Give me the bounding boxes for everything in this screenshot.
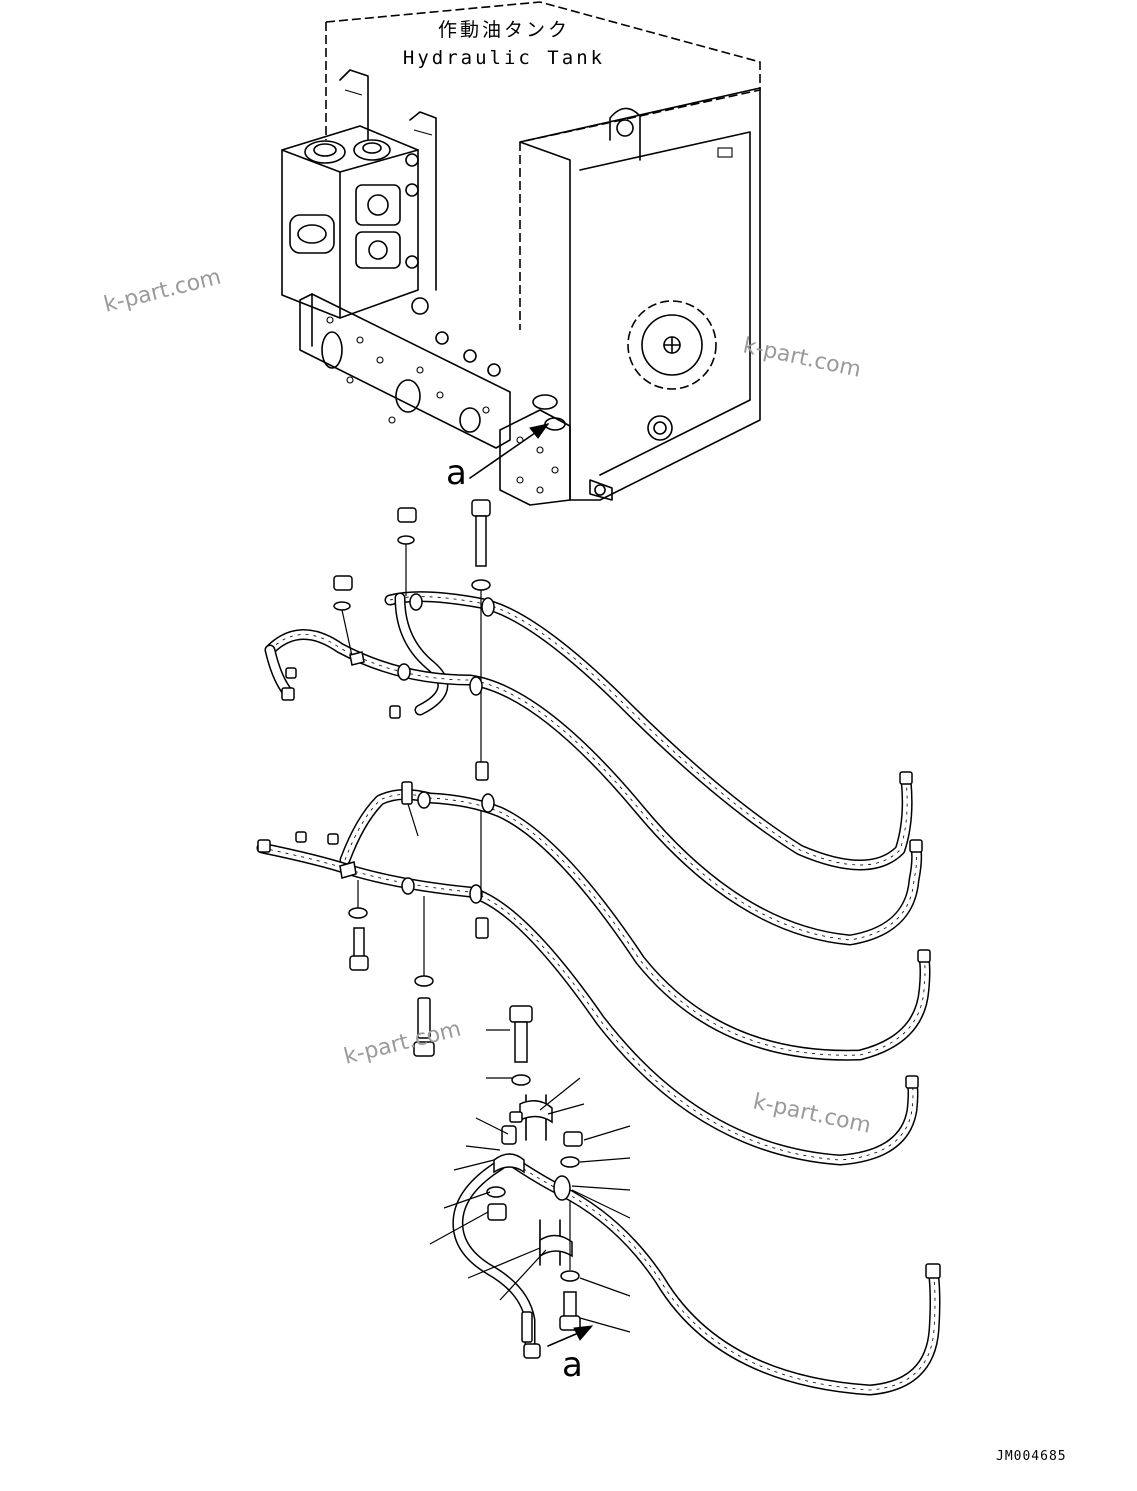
control-valve-block: [281, 125, 571, 506]
hydraulic-tank: [325, 1, 761, 501]
hose-end-fittings: [257, 687, 941, 1359]
watermark-2: k-part.com: [741, 333, 863, 382]
middle-clamp-hardware: [295, 781, 495, 1057]
drawing-code: JM004685: [996, 1449, 1067, 1464]
callout-top-a: a: [446, 423, 550, 493]
upper-clamp-hardware: [285, 499, 495, 781]
watermarks: k-part.com k-part.com k-part.com k-part.…: [101, 265, 873, 1139]
lower-clamp-detail: [486, 1005, 583, 1343]
tank-label-english: Hydraulic Tank: [403, 47, 605, 69]
leader-lines-right: [539, 1077, 631, 1333]
leader-lines-left: [429, 1029, 547, 1301]
callout-bottom-a-label: a: [562, 1345, 583, 1385]
hose-upper-1: [384, 591, 913, 871]
watermark-4: k-part.com: [751, 1089, 873, 1138]
hose-middle-2: [256, 842, 919, 1166]
hose-middle-1: [339, 789, 931, 1061]
tank-label-japanese: 作動油タンク: [438, 19, 570, 41]
callout-top-a-label: a: [446, 453, 467, 493]
watermark-3: k-part.com: [341, 1017, 463, 1070]
callout-bottom-a: a: [547, 1325, 594, 1385]
watermark-1: k-part.com: [101, 265, 223, 318]
